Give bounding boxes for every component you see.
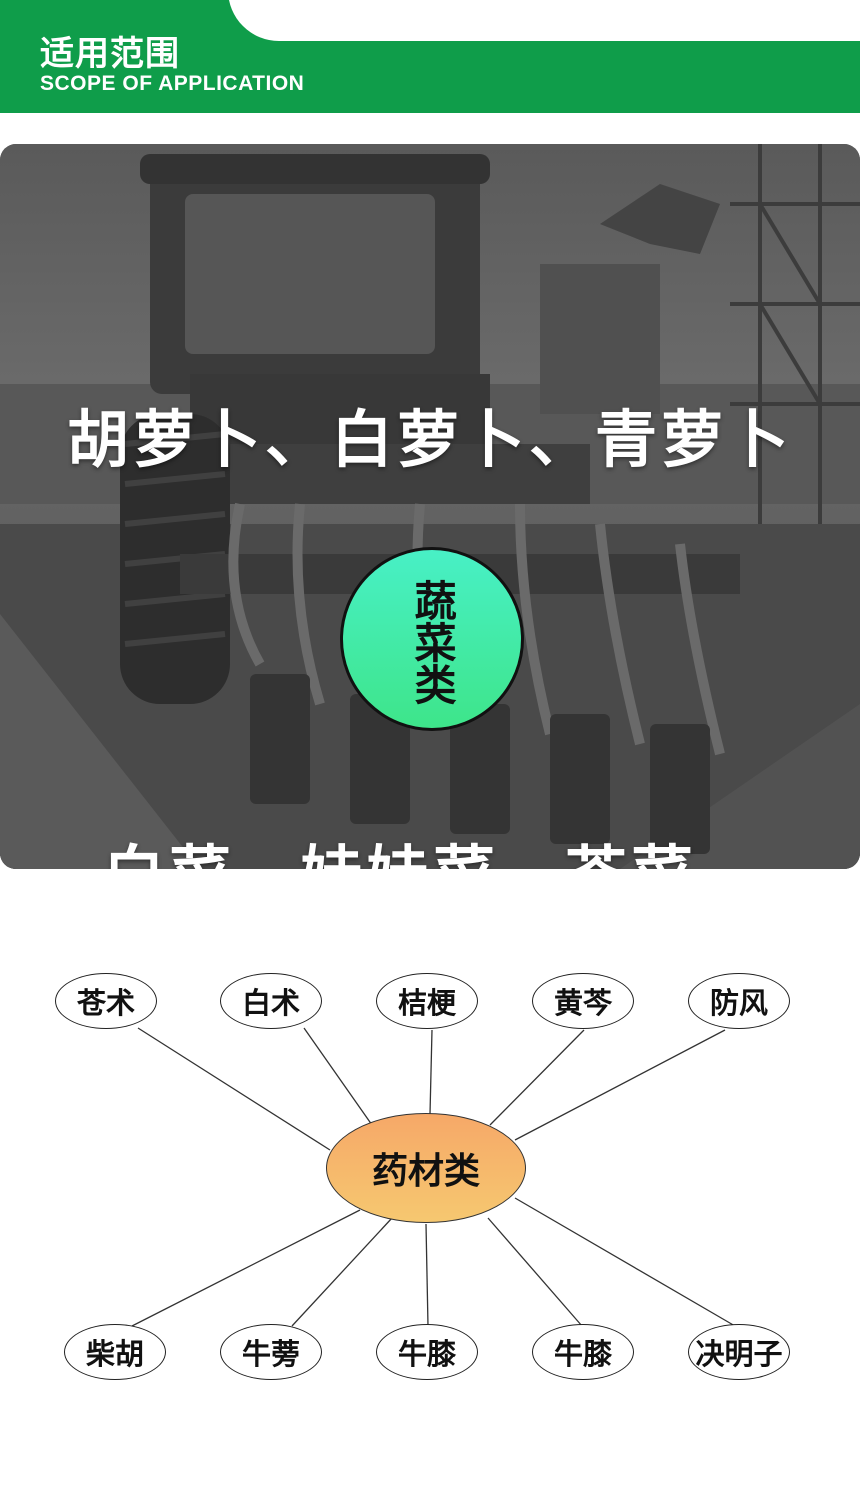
- herb-node: 牛膝: [532, 1324, 634, 1380]
- tractor-photo: 胡萝卜、白萝卜、青萝卜 蔬菜类 白菜、娃娃菜、芥菜: [0, 144, 860, 869]
- header-band: 适用范围 SCOPE OF APPLICATION: [0, 0, 860, 113]
- herb-connector-lines: [131, 1027, 736, 1327]
- section-subtitle: SCOPE OF APPLICATION: [40, 72, 305, 95]
- vegetable-category-badge: 蔬菜类: [340, 547, 524, 731]
- herb-category-hub: 药材类: [326, 1113, 526, 1223]
- herb-node: 桔梗: [376, 973, 478, 1029]
- herb-node: 黄芩: [532, 973, 634, 1029]
- herb-node: 牛膝: [376, 1324, 478, 1380]
- tractor-photo-illustration: [0, 144, 860, 869]
- herb-node: 白术: [220, 973, 322, 1029]
- herb-node: 决明子: [688, 1324, 790, 1380]
- herb-node: 苍术: [55, 973, 157, 1029]
- herb-node: 牛蒡: [220, 1324, 322, 1380]
- vegetable-list-leafy-crops: 白菜、娃娃菜、芥菜: [0, 824, 830, 869]
- herb-node: 柴胡: [64, 1324, 166, 1380]
- vegetable-category-label: 蔬菜类: [408, 579, 457, 705]
- vegetable-list-root-crops: 胡萝卜、白萝卜、青萝卜: [66, 403, 793, 476]
- herb-diagram: 苍术 白术 桔梗 黄芩 防风 药材类 柴胡 牛蒡 牛膝 牛膝 决明子: [0, 960, 860, 1400]
- herb-node: 防风: [688, 973, 790, 1029]
- section-title: 适用范围: [40, 34, 180, 74]
- header-decor-cutout: [228, 0, 860, 41]
